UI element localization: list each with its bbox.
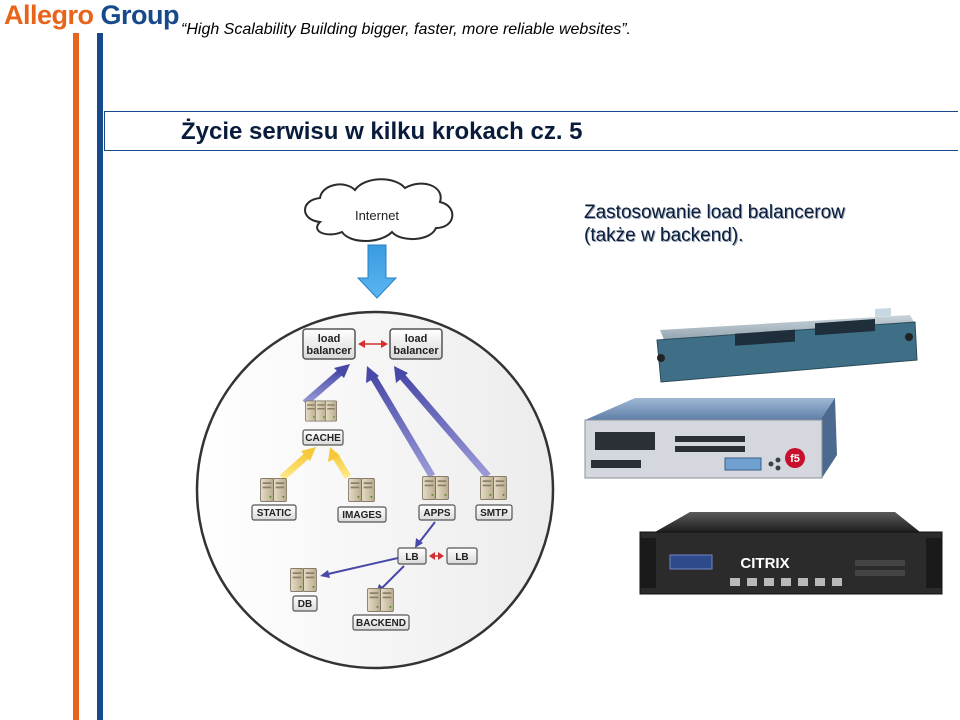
images-server-group: IMAGES <box>337 478 387 523</box>
static-server-group: STATIC <box>251 478 297 521</box>
lb-right-label-1: load <box>405 333 428 345</box>
title-frame <box>104 111 958 151</box>
logo-allegro-text: Allegro <box>4 0 94 30</box>
images-label: IMAGES <box>342 510 382 521</box>
load-balancer-architecture-diagram: Internet load balancer load balancer CAC… <box>195 178 555 670</box>
slide-caption: Zastosowanie load balancerow (także w ba… <box>584 201 845 247</box>
caption-line-1: Zastosowanie load balancerow <box>584 202 845 223</box>
lb-right-label-2: balancer <box>393 345 439 357</box>
allegro-group-logo: Allegro Group <box>4 0 180 30</box>
lb-left-label-2: balancer <box>306 345 352 357</box>
backend-lb-2: LB <box>446 547 478 565</box>
load-balancer-right: load balancer <box>389 328 443 360</box>
static-label: STATIC <box>257 508 292 519</box>
cache-label: CACHE <box>305 433 341 444</box>
orange-vertical-bar <box>73 33 79 720</box>
backend-server-group: BACKEND <box>352 588 410 631</box>
apps-server-group: APPS <box>418 476 456 521</box>
apps-label: APPS <box>423 508 451 519</box>
f5-brand-label: f5 <box>790 453 800 465</box>
cisco-appliance-photo <box>656 307 918 383</box>
blue-vertical-bar <box>97 33 103 720</box>
internet-cloud-icon: Internet <box>304 178 454 242</box>
backend-label: BACKEND <box>356 618 406 629</box>
backend-lb-sync-arrow-icon <box>429 552 444 560</box>
citrix-appliance-photo: CITRIX <box>639 512 943 595</box>
lb2-label: LB <box>455 552 468 563</box>
lb1-label: LB <box>405 552 418 563</box>
internet-label: Internet <box>355 208 399 223</box>
backend-arrows <box>320 521 436 594</box>
db-server-group: DB <box>290 568 318 612</box>
f5-logo-icon <box>785 448 805 468</box>
load-balancer-left: load balancer <box>302 328 356 360</box>
lb-left-label-1: load <box>318 333 341 345</box>
slide-subtitle: “High Scalability Building bigger, faste… <box>181 21 631 38</box>
smtp-server-group: SMTP <box>475 476 513 521</box>
datacenter-circle <box>195 310 555 670</box>
f5-appliance-photo: f5 <box>584 398 837 479</box>
slide-title: Życie serwisu w kilku krokach cz. 5 <box>181 118 583 145</box>
lb-sync-arrow-icon <box>358 340 388 348</box>
caption-line-2: (także w backend). <box>584 225 744 246</box>
citrix-brand-label: CITRIX <box>740 555 789 572</box>
logo-group-text: Group <box>100 0 180 30</box>
backend-lb-1: LB <box>397 547 427 565</box>
cache-arrows <box>279 447 351 481</box>
cache-server-group: CACHE <box>302 400 344 446</box>
load-balancer-hardware-photos: f5 CITRIX <box>584 307 943 595</box>
traffic-arrows <box>302 364 491 479</box>
db-label: DB <box>298 599 312 610</box>
down-arrow-icon <box>356 244 398 299</box>
smtp-label: SMTP <box>480 508 508 519</box>
